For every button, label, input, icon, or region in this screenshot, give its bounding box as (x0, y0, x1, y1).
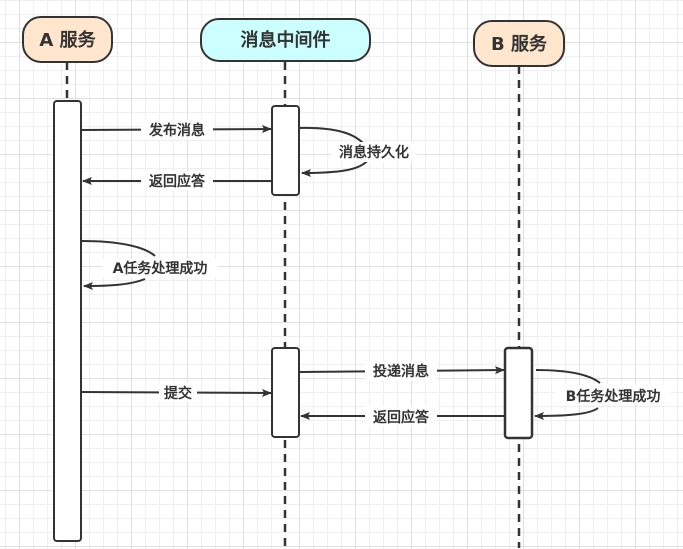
activation-mq-1 (271, 105, 300, 196)
activation-mq-2 (271, 347, 300, 438)
message-reply-1[interactable]: 返回应答 (82, 171, 272, 191)
actor-a-label: A 服务 (39, 29, 96, 51)
actor-b[interactable]: B 服务 (473, 20, 565, 67)
actor-b-label: B 服务 (491, 33, 548, 55)
message-reply-2-label: 返回应答 (373, 409, 430, 426)
message-deliver[interactable]: 投递消息 (298, 361, 505, 381)
actor-a[interactable]: A 服务 (22, 16, 113, 63)
message-reply-2[interactable]: 返回应答 (300, 406, 505, 426)
message-b-success[interactable]: B任务处理成功 (535, 369, 671, 416)
actor-mq[interactable]: 消息中间件 (200, 18, 371, 62)
message-reply-1-label: 返回应答 (149, 173, 206, 190)
message-a-success-label: A任务处理成功 (113, 260, 208, 277)
message-persist[interactable]: 消息持久化 (299, 126, 417, 173)
message-a-success[interactable]: A任务处理成功 (82, 240, 218, 286)
message-commit[interactable]: 提交 (80, 382, 272, 402)
message-deliver-label: 投递消息 (373, 363, 429, 380)
message-publish-label: 发布消息 (148, 122, 205, 139)
activation-b (503, 346, 534, 440)
actor-mq-label: 消息中间件 (241, 29, 331, 51)
message-persist-label: 消息持久化 (339, 144, 409, 161)
activation-a (53, 100, 82, 542)
message-commit-label: 提交 (164, 385, 192, 402)
message-publish[interactable]: 发布消息 (80, 120, 272, 140)
message-b-success-label: B任务处理成功 (566, 388, 661, 405)
